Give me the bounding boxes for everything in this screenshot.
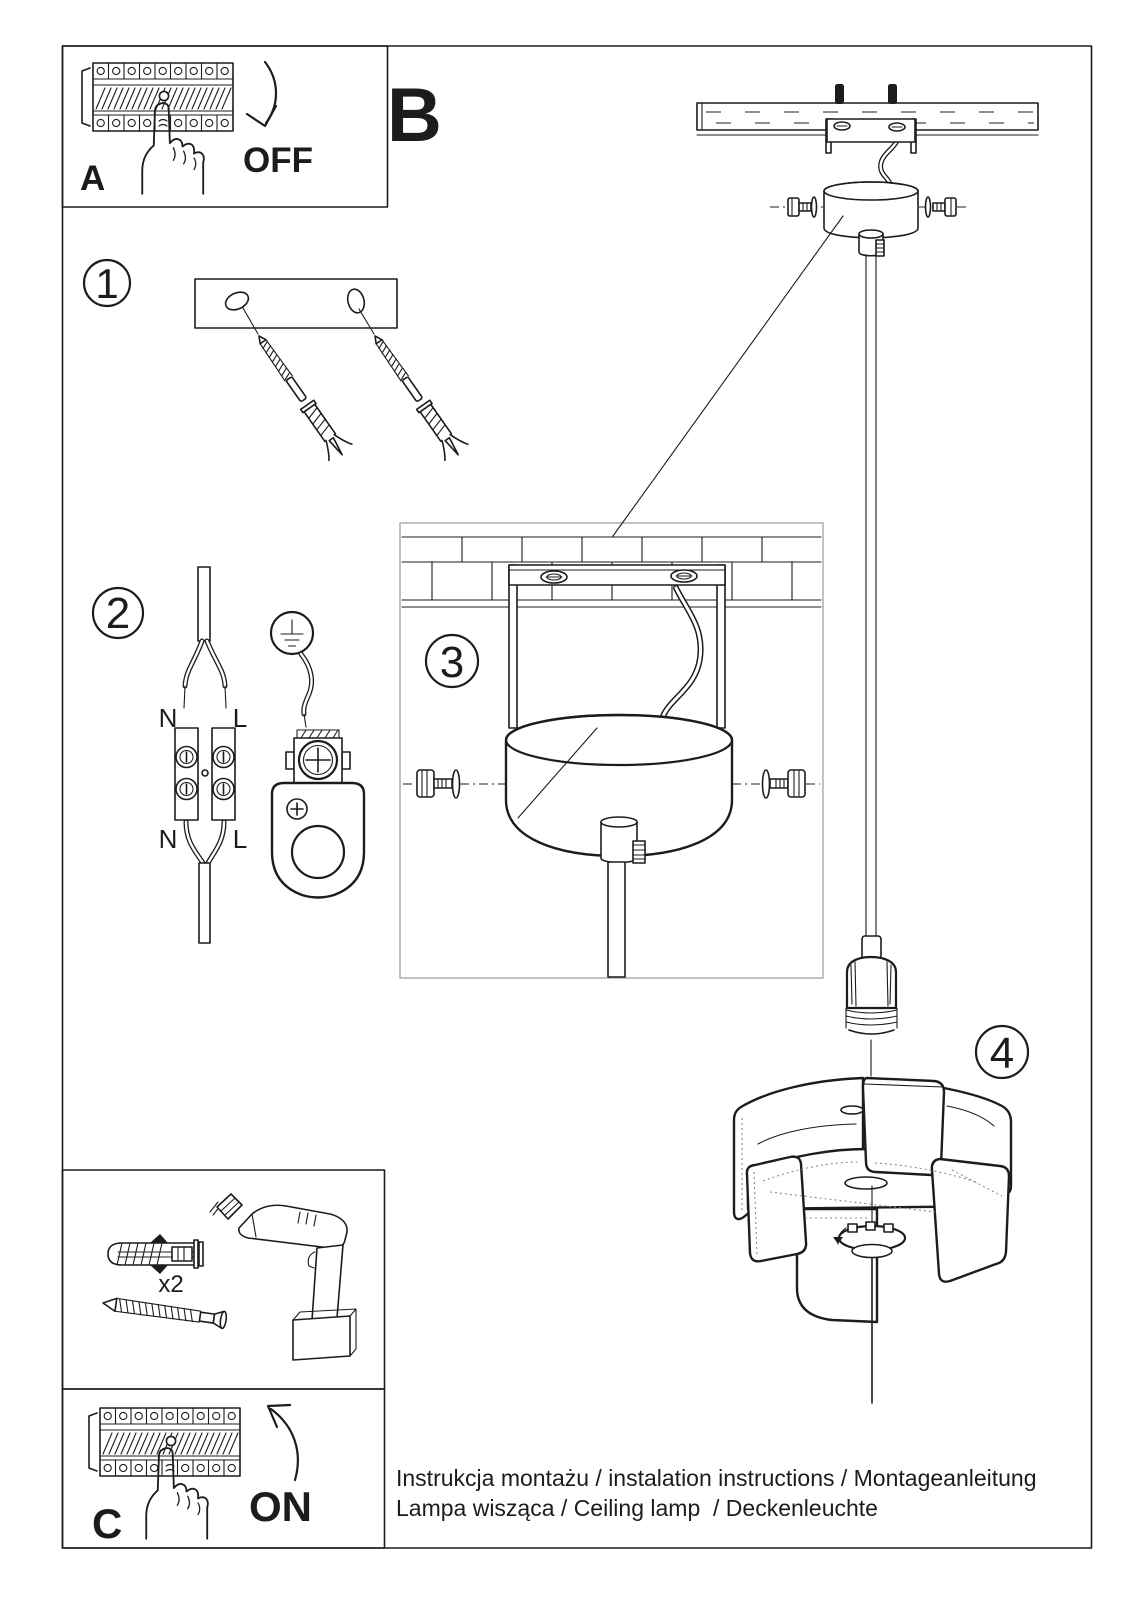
detail-pointer-line [612,215,844,537]
cordless-drill-icon [209,1193,357,1361]
step-4-number: 4 [990,1029,1014,1078]
step-3-canopy-detail: 3 [399,522,824,979]
arrow-down-icon [245,60,278,128]
section-a-label: A [80,159,105,198]
lamp-shade-icon [732,1076,1013,1324]
section-b-label: B [387,73,442,158]
canopy-icon [504,713,734,858]
ground-terminal-clamp-icon [270,729,366,899]
bolt-icon [831,84,901,104]
canopy-side-screw-icon [787,196,957,218]
footer-line-1: Instrukcja montażu / instalation instruc… [396,1465,1037,1491]
step-1-number: 1 [95,260,118,307]
screw-icon [102,1297,228,1330]
step-1-mounting-plate: 1 [82,258,471,464]
footer-caption: Instrukcja montażu / instalation instruc… [396,1465,1037,1521]
arrow-up-icon [266,1403,299,1482]
canopy-side-screw-icon [403,769,820,799]
earth-ground-icon [269,610,315,656]
anchor-quantity-label: x2 [158,1271,183,1298]
section-c-power-on: C ON [61,1388,386,1549]
step-3-number: 3 [440,638,464,687]
bracket-screw-icon [833,121,906,132]
step-2-wiring: 2 N L N L [91,566,366,944]
wall-anchor-icon [107,1234,204,1274]
on-label: ON [249,1483,312,1530]
wire-label-l-top: L [233,703,247,733]
plate-slot-icon [224,288,366,314]
wire-label-n-top: N [159,703,178,733]
section-b-overview [612,84,1039,1077]
circuit-breaker-panel-icon [88,1407,241,1477]
footer-line-2: Lampa wisząca / Ceiling lamp / Deckenleu… [396,1495,878,1521]
terminal-block-icon [174,727,236,821]
off-label: OFF [243,141,313,180]
step-4-shade-assembly: 4 [732,1024,1030,1404]
wire-label-l-bottom: L [233,824,247,854]
step-2-number: 2 [106,589,130,638]
lamp-socket-icon [845,935,898,1077]
section-c-label: C [92,1500,122,1547]
wire-label-n-bottom: N [159,824,178,854]
section-a-power-off: A OFF [61,45,389,208]
circuit-breaker-panel-icon [81,62,234,132]
tools-box: x2 [61,1169,386,1390]
bracket-screw-icon [540,569,698,584]
